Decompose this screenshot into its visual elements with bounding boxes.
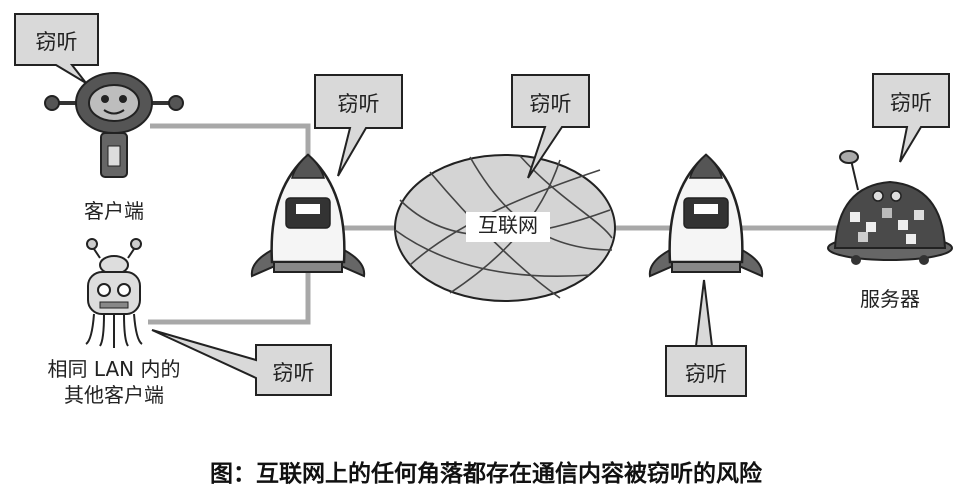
client-label: 客户端: [84, 199, 144, 223]
eavesdrop-label-router-left: 窃听: [337, 92, 380, 116]
bubble-internet: [511, 74, 590, 179]
eavesdrop-label-lan: 窃听: [272, 361, 315, 385]
lan-client-robot-icon: [85, 238, 143, 348]
internet-cloud: [394, 154, 616, 302]
lan-client-to-router-line: [148, 268, 311, 325]
server-robot-icon: [827, 150, 953, 265]
eavesdrop-label-internet: 窃听: [529, 92, 572, 116]
client-robot-icon: [44, 72, 184, 178]
lan-client-label-line1: 相同 LAN 内的: [47, 357, 181, 381]
internet-label: 互联网: [478, 213, 538, 237]
router-right-rocket-icon: [648, 153, 764, 278]
bubble-client: [14, 13, 99, 84]
eavesdrop-label-server: 窃听: [890, 91, 932, 115]
bubble-router-left: [314, 74, 403, 177]
eavesdrop-label-router-right: 窃听: [685, 362, 727, 386]
bubble-router-right: [665, 279, 747, 397]
figure-caption: 图：互联网上的任何角落都存在通信内容被窃听的风险: [210, 461, 762, 487]
router-left-rocket-icon: [250, 153, 366, 278]
bubble-server: [872, 73, 950, 163]
eavesdrop-label-client: 窃听: [35, 30, 78, 54]
lan-client-label-line2: 其他客户端: [64, 383, 164, 407]
server-label: 服务器: [860, 287, 920, 311]
client-to-router-line: [150, 123, 311, 178]
eavesdrop-bubbles: [14, 13, 950, 397]
bubble-lan: [151, 329, 332, 396]
